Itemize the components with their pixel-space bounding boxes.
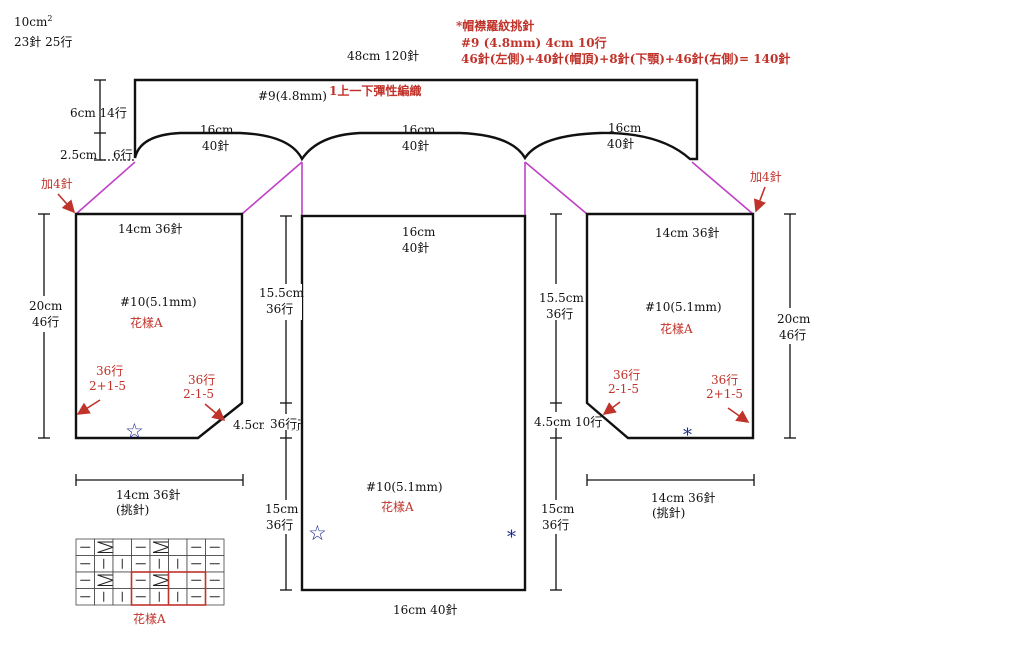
left-height-rows: 46行 [32, 315, 59, 329]
right-panel-top: 14cm 36針 [655, 225, 719, 240]
left-height-label-bg [26, 296, 64, 332]
hood-rib: 1上一下彈性編織 [329, 83, 421, 98]
right-lower-cm: 15cm [541, 502, 575, 516]
left-dec-left-arrow [76, 399, 101, 415]
center-left-mid-rows: 36行 [270, 417, 297, 431]
stitch-cell [94, 571, 114, 589]
right-upper-rows: 36行 [546, 307, 573, 321]
gauge-sup: 2 [47, 14, 52, 23]
right-panel-pattern: 花樣A [660, 321, 693, 336]
stitch-cell [168, 571, 188, 589]
right-dec-right-rows: 36行 [711, 373, 738, 387]
left-panel-top: 14cm 36針 [118, 221, 182, 236]
hood-curve-dim-cm: 2.5cm [60, 148, 98, 162]
center-star: ☆ [308, 521, 327, 545]
stitch-chart-label: 花樣A [133, 611, 166, 626]
hood-seg3-cm: 16cm [608, 121, 642, 135]
left-bottom-pick: (挑針) [116, 502, 149, 517]
gauge-line1: 10cm2 [14, 14, 52, 29]
connector-right-inner [524, 161, 588, 215]
hood-height-dim: 6cm 14行 [70, 106, 127, 120]
stitch-cell [149, 538, 169, 556]
hood-seg3-sts: 40針 [607, 136, 634, 151]
left-bottom-cm: 14cm 36針 [116, 487, 180, 502]
center-left-upper-bg [256, 284, 302, 320]
center-lower-cm: 15cm [265, 502, 299, 516]
right-panel-needle: #10(5.1mm) [645, 300, 722, 314]
hood-top-dim: 48cm 120針 [347, 48, 419, 63]
increase-right-label: 加4針 [750, 169, 782, 184]
right-dec-right-rule: 2+1-5 [706, 387, 743, 401]
increase-right-arrow [753, 186, 766, 213]
center-top-cm: 16cm [402, 225, 436, 239]
center-left-mid-bg [264, 414, 298, 430]
right-height-rows: 46行 [779, 328, 806, 342]
left-dec-left-rule: 2+1-5 [89, 379, 126, 393]
left-dec-right-rows: 36行 [188, 373, 215, 387]
right-height-cm: 20cm [777, 312, 811, 326]
right-lower-rows: 36行 [542, 518, 569, 532]
hood-curve-dim-rows: 6行 [113, 148, 133, 162]
center-top-sts: 40針 [402, 240, 429, 255]
connector-right-outer [691, 161, 754, 215]
gauge-line2: 23針 25行 [14, 34, 72, 49]
center-panel-outline [300, 214, 527, 592]
collar-note-line3: 46針(左側)+40針(帽頂)+8針(下顎)+46針(右側)= 140針 [461, 51, 790, 66]
collar-note-line2: #9 (4.8mm) 4cm 10行 [461, 35, 607, 50]
connector-left-outer [75, 161, 136, 215]
left-height-cm: 20cm [29, 299, 63, 313]
right-corner-dim: 4.5cm 10行 [534, 415, 602, 429]
connector-left-inner [241, 161, 303, 215]
right-dec-right-arrow [727, 407, 750, 423]
right-bottom-pick: (挑針) [652, 505, 685, 520]
right-height-label-bg [774, 308, 812, 344]
stitch-cell [168, 538, 188, 556]
center-needle: #10(5.1mm) [366, 480, 443, 494]
right-bottom-cm: 14cm 36針 [651, 490, 715, 505]
center-upper-cm: 15.5cm [259, 286, 304, 300]
center-pattern: 花樣A [381, 499, 414, 514]
right-panel-outline [585, 212, 755, 440]
left-dec-right-arrow [204, 403, 226, 422]
hood-seg2-cm: 16cm [402, 123, 436, 137]
hood-band-outline [133, 78, 699, 162]
left-dec-left-rows: 36行 [96, 364, 123, 378]
hood-needle: #9(4.8mm) [258, 89, 327, 103]
right-inner-lower-bg [538, 500, 580, 534]
center-upper-rows: 36行 [266, 302, 293, 316]
right-dec-left-rows: 36行 [613, 368, 640, 382]
right-dec-left-arrow [602, 401, 621, 415]
stitch-chart-pattern-a [75, 538, 225, 606]
hood-seg2-sts: 40針 [402, 138, 429, 153]
right-panel-asterisk: * [683, 425, 692, 446]
left-panel-needle: #10(5.1mm) [120, 295, 197, 309]
left-dec-right-rule: 2-1-5 [183, 387, 214, 401]
center-left-lower-bg [258, 500, 300, 534]
left-panel-star: ☆ [125, 419, 144, 443]
hood-seg1-sts: 40針 [202, 138, 229, 153]
right-corner-bg [532, 412, 588, 428]
right-dec-left-rule: 2-1-5 [608, 382, 639, 396]
center-asterisk: * [507, 527, 516, 548]
increase-left-arrow [57, 193, 76, 214]
left-panel-pattern: 花樣A [130, 315, 163, 330]
increase-left-label: 加4針 [41, 176, 73, 191]
center-lower-rows: 36行 [266, 518, 293, 532]
stitch-cell [112, 538, 132, 556]
stitch-cell [149, 571, 169, 589]
collar-note-line1: *帽襟羅紋挑針 [456, 18, 534, 33]
right-upper-cm: 15.5cm [539, 291, 584, 305]
stitch-cell [112, 571, 132, 589]
center-bottom: 16cm 40針 [393, 602, 457, 617]
stitch-cell [94, 538, 114, 556]
hood-seg1-cm: 16cm [200, 123, 234, 137]
right-inner-upper-bg [536, 284, 582, 320]
